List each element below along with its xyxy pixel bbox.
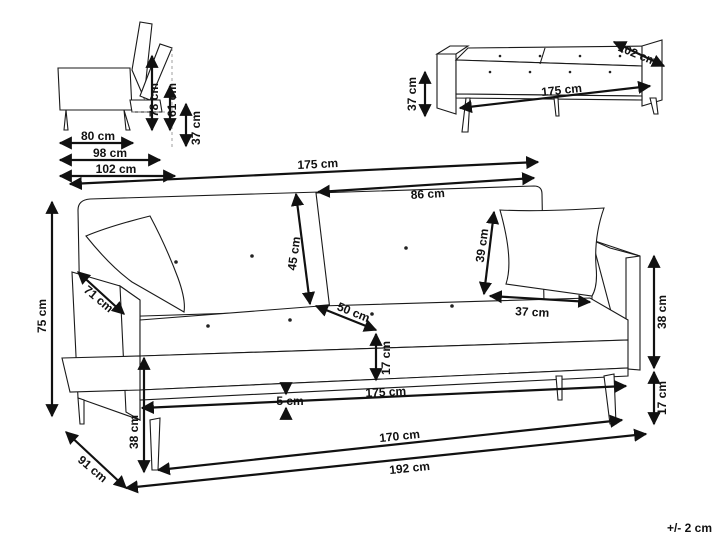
label-main-37: 37 cm (515, 304, 550, 320)
main-view: 175 cm 86 cm 45 cm 39 cm 37 cm 71 cm 50 … (35, 155, 669, 494)
dim-main-91 (65, 431, 127, 489)
label-side-61: 61 cm (165, 83, 179, 117)
label-main-5: 5 cm (276, 394, 303, 408)
main-view-sofa-outline (61, 185, 641, 471)
label-main-45: 45 cm (285, 236, 304, 272)
label-main-17-seat: 17 cm (379, 341, 393, 375)
label-main-39: 39 cm (473, 228, 492, 264)
label-main-192: 192 cm (389, 459, 431, 477)
label-bed-175: 175 cm (541, 81, 583, 99)
side-view: 80 cm 98 cm 102 cm 78 cm 61 cm 37 cm (57, 21, 203, 183)
label-main-175-top: 175 cm (297, 156, 338, 172)
label-bed-37: 37 cm (405, 77, 419, 111)
label-main-38-left: 38 cm (127, 415, 141, 449)
dim-main-45 (290, 192, 316, 306)
tolerance-note: +/- 2 cm (667, 521, 712, 535)
dim-bed-175 (458, 80, 652, 114)
label-side-98: 98 cm (93, 146, 127, 160)
label-main-75: 75 cm (35, 299, 49, 333)
left-pillow (85, 215, 185, 313)
label-side-102: 102 cm (96, 162, 137, 176)
dim-main-86 (316, 172, 536, 198)
dim-main-192 (124, 428, 648, 494)
dim-main-175-top (68, 155, 540, 191)
label-main-17-leg: 17 cm (655, 381, 669, 415)
label-main-175-seat: 175 cm (365, 384, 406, 400)
dim-main-39 (478, 210, 500, 296)
label-side-37: 37 cm (189, 111, 203, 145)
label-main-86: 86 cm (410, 186, 445, 202)
dim-main-175-seat (140, 379, 628, 415)
label-side-80: 80 cm (81, 129, 115, 143)
dim-main-37 (488, 290, 592, 308)
dim-bed-102 (612, 41, 666, 67)
bed-view: 102 cm 175 cm 37 cm (405, 39, 666, 133)
label-main-38-right: 38 cm (655, 295, 669, 329)
label-side-78: 78 cm (147, 83, 161, 117)
right-pillow (499, 207, 605, 297)
dim-main-50 (314, 304, 378, 332)
dim-main-71 (77, 271, 125, 315)
